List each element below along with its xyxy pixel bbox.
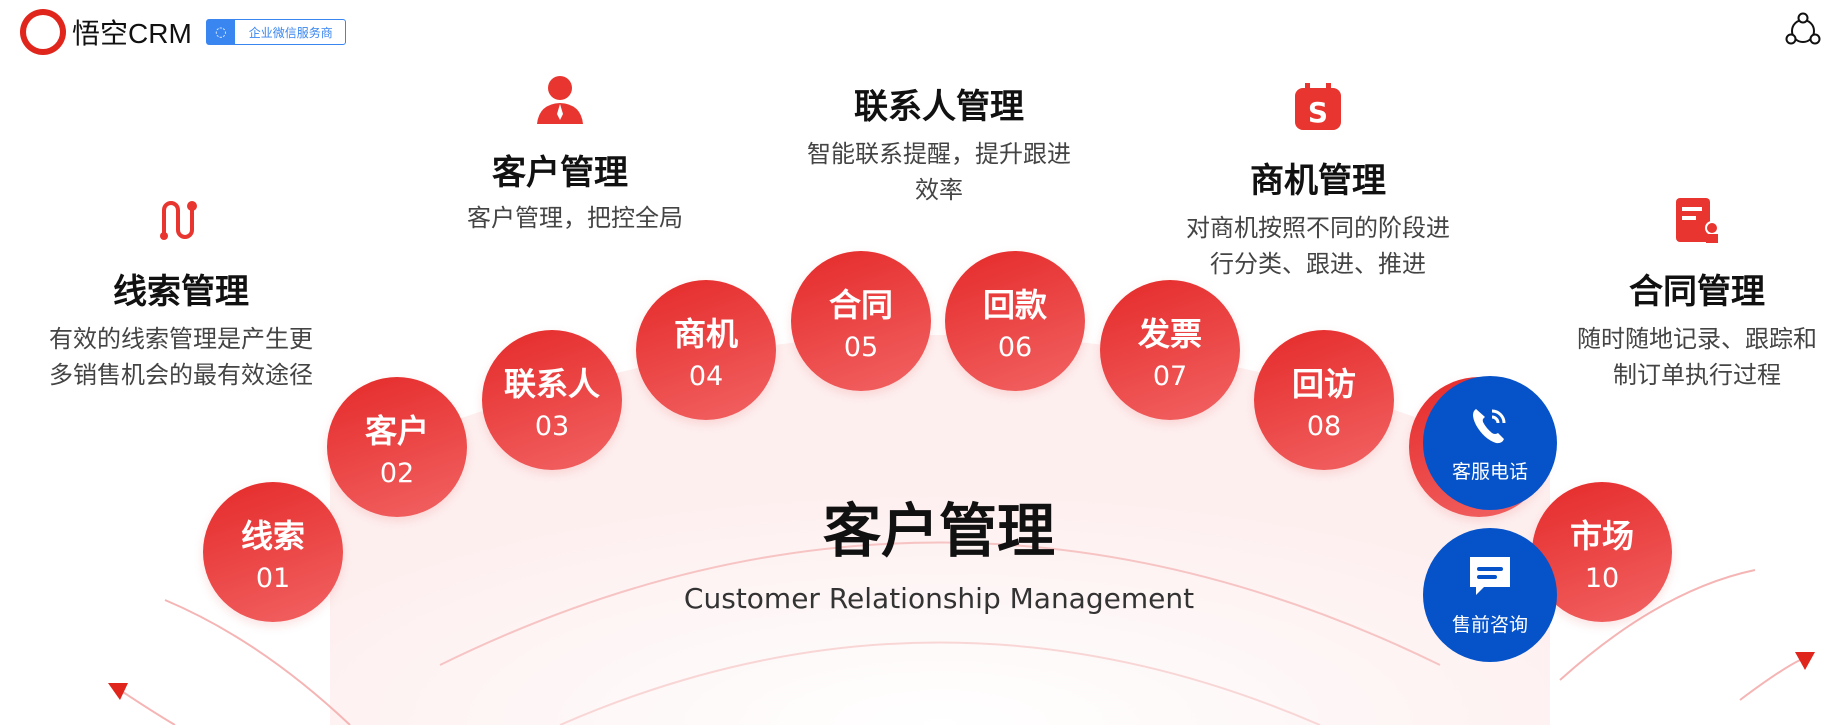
step-circle: 发票 07 xyxy=(1100,280,1240,420)
step-name: 发票 xyxy=(1137,314,1202,353)
step-name: 回访 xyxy=(1291,364,1356,403)
phone-label: 客服电话 xyxy=(1451,460,1528,483)
brand-logo[interactable]: 悟空CRM ◌ 企业微信服务商 xyxy=(20,9,346,55)
feature-title: 线索管理 xyxy=(113,272,249,312)
step-number: 04 xyxy=(688,360,724,392)
wecom-badge: ◌ 企业微信服务商 xyxy=(205,19,346,45)
feature-contacts: 联系人管理 智能联系提醒，提升跟进 效率 xyxy=(807,79,1071,208)
feature-customers: 客户管理 客户管理，把控全局 xyxy=(437,145,683,236)
step-name: 回款 xyxy=(982,285,1047,324)
svg-text:S: S xyxy=(1308,96,1328,129)
contract-icon xyxy=(1676,198,1719,243)
step-number: 08 xyxy=(1306,410,1342,442)
feature-opportunities: 商机管理 对商机按照不同的阶段进 行分类、跟进、推进 xyxy=(1186,153,1450,282)
step-number: 01 xyxy=(255,562,291,594)
calendar-s-icon: S xyxy=(1295,83,1341,130)
step-circle: 商机 04 xyxy=(636,280,776,420)
step-name: 联系人 xyxy=(503,364,600,403)
feature-desc: 有效的线索管理是产生更 xyxy=(49,325,313,353)
step-name: 线索 xyxy=(240,516,305,555)
route-icon xyxy=(160,201,197,240)
phone-support-button[interactable]: 客服电话 xyxy=(1423,376,1557,510)
step-circle: 联系人 03 xyxy=(482,330,622,470)
feature-desc: 制订单执行过程 xyxy=(1613,361,1781,389)
step-number: 10 xyxy=(1584,562,1620,594)
feature-desc: 行分类、跟进、推进 xyxy=(1210,250,1426,278)
feature-desc: 智能联系提醒，提升跟进 xyxy=(807,140,1071,168)
feature-title: 客户管理 xyxy=(492,153,628,193)
step-name: 客户 xyxy=(364,411,429,450)
step-number: 03 xyxy=(534,410,570,442)
feature-leads: 线索管理 有效的线索管理是产生更 多销售机会的最有效途径 xyxy=(49,264,313,393)
person-icon xyxy=(537,76,583,124)
step-name: 市场 xyxy=(1569,516,1634,555)
step-circle: 回款 06 xyxy=(945,251,1085,391)
brand-name: 悟空CRM xyxy=(72,18,192,49)
share-network-icon[interactable] xyxy=(1784,12,1822,48)
step-circle: 回访 08 xyxy=(1254,330,1394,470)
step-circle: 合同 05 xyxy=(791,251,931,391)
center-subtitle: Customer Relationship Management xyxy=(683,582,1195,615)
step-name: 合同 xyxy=(828,285,893,324)
center-title: 客户管理 xyxy=(822,497,1056,565)
monkey-logo-icon xyxy=(20,9,66,55)
feature-desc: 客户管理，把控全局 xyxy=(467,204,683,232)
step-number: 07 xyxy=(1152,360,1188,392)
feature-title: 联系人管理 xyxy=(854,87,1024,127)
consult-label: 售前咨询 xyxy=(1451,613,1528,636)
step-circle: 线索 01 xyxy=(203,482,343,622)
step-circle: 客户 02 xyxy=(327,377,467,517)
step-number: 06 xyxy=(997,331,1033,363)
feature-desc: 对商机按照不同的阶段进 xyxy=(1186,214,1450,242)
feature-title: 商机管理 xyxy=(1250,161,1386,201)
feature-desc: 随时随地记录、跟踪和 xyxy=(1577,325,1817,353)
step-number: 05 xyxy=(843,331,879,363)
step-number: 02 xyxy=(379,457,415,489)
presales-consult-button[interactable]: 售前咨询 xyxy=(1423,528,1557,662)
feature-desc: 多销售机会的最有效途径 xyxy=(49,361,313,389)
center-heading: 客户管理 Customer Relationship Management xyxy=(684,484,1194,615)
feature-desc: 效率 xyxy=(915,176,963,204)
message-icon xyxy=(1470,556,1510,595)
phone-icon xyxy=(1473,408,1506,443)
feature-contracts: 合同管理 随时随地记录、跟踪和 制订单执行过程 xyxy=(1577,264,1817,393)
step-name: 商机 xyxy=(673,314,738,353)
chat-bubble-icon: ◌ xyxy=(206,20,235,44)
badge-text: 企业微信服务商 xyxy=(248,25,333,40)
feature-title: 合同管理 xyxy=(1629,272,1765,312)
